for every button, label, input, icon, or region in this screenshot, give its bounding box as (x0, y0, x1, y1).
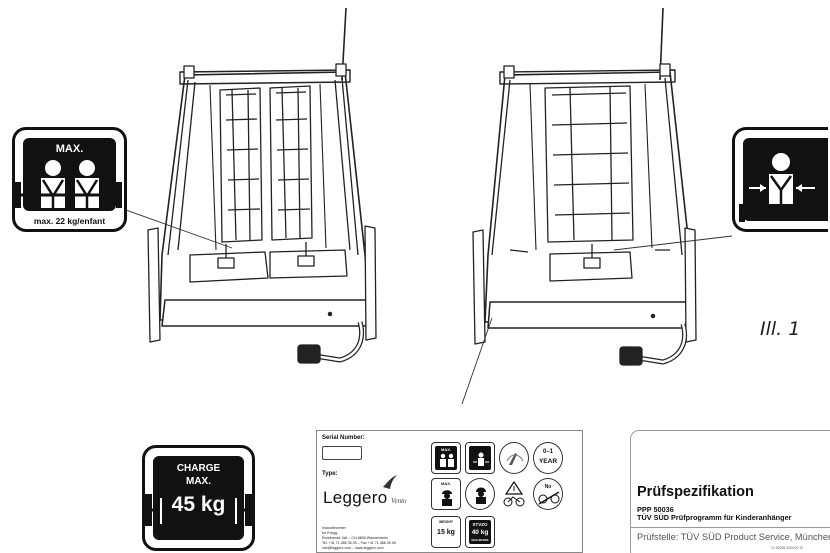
tile-stvzo: STVZO 40 kg MAX BRAKE (465, 516, 495, 548)
tile-weight: WEIGHT 15 kg (431, 516, 461, 548)
sticker-pictogram-grid: MAX. 0–1 YEAR (427, 434, 582, 551)
pruef-program: TÜV SÜD Prüfprogramm für Kinderanhänger (637, 513, 792, 522)
single-child-centered-icon (739, 153, 815, 222)
wheel-axle-icon (15, 182, 122, 208)
sticker-info-panel: Serial Number: Type: Leggero Vento Indus… (317, 431, 427, 553)
tile-max-helmet-child: MAX. (431, 478, 461, 510)
tile-helmet-required (465, 478, 495, 510)
helmet-child-icon (442, 490, 452, 506)
serial-number-sticker: Serial Number: Type: Leggero Vento Indus… (316, 430, 583, 553)
serial-number-label: Serial Number: (322, 435, 365, 441)
tile-max-two-children: MAX. (431, 442, 461, 474)
type-label: Type: (322, 471, 338, 477)
charge-max-pictogram: CHARGE MAX. 45 kg (142, 445, 255, 551)
load-weight-icon (145, 494, 252, 526)
charge-line2: MAX. (186, 476, 211, 487)
tile-age: 0–1 YEAR (533, 442, 563, 474)
tile-no-bike: No (533, 478, 563, 510)
charge-value: 45 kg (171, 493, 226, 516)
pruef-code: 10 50098 0004/00 10 (771, 546, 804, 550)
single-child-centered-pictogram (732, 127, 828, 232)
single-child-centered-icon (473, 452, 489, 466)
two-children-icon (440, 453, 454, 467)
brand-model: Vento (391, 497, 407, 505)
max-two-children-pictogram: MAX. max. 22 kg/enfant (12, 127, 127, 232)
pruef-title: Prüfspezifikation (637, 484, 754, 500)
figure-label: Ill. 1 (760, 318, 801, 340)
pruef-divider (631, 527, 830, 528)
warning-bicycle-icon (503, 480, 525, 507)
address-line: Rohrbresse 3s5 – CH-8800 Wannenheim (322, 536, 388, 540)
two-children-icon (41, 160, 99, 208)
seat-recline-icon (506, 453, 524, 465)
address-line: Industriecenter (322, 526, 346, 530)
charge-line1: CHARGE (176, 463, 221, 474)
max-heading: MAX. (55, 143, 84, 155)
tile-single-child (465, 442, 495, 474)
address-line: for Erlogy (322, 531, 338, 535)
right-trailer-single-seat-drawing (472, 7, 697, 366)
pruef-test-lab: Prüfstelle: TÜV SÜD Product Service, Mün… (637, 532, 830, 542)
brand-name: Leggero (323, 488, 388, 507)
address-line: info@leggero.com – www.leggero.com (322, 546, 384, 550)
address-line: Tel. +41 71 466 35 05 – Fax +41 71 466 3… (322, 541, 396, 545)
no-bicycle-icon (538, 491, 560, 505)
tile-seat-recline (499, 442, 529, 474)
max-weight-caption: max. 22 kg/enfant (33, 216, 106, 226)
tile-warning-bike (499, 478, 529, 510)
helmet-required-icon (476, 487, 486, 504)
left-trailer-two-seats-drawing (147, 7, 377, 364)
leggero-bird-logo-icon (383, 475, 397, 489)
serial-number-box (322, 446, 362, 460)
manufacturer-address: Industriecenter for Erlogy Rohrbresse 3s… (322, 526, 426, 551)
pruef-standard: PPP 50036 (637, 505, 674, 514)
pruefspezifikation-card: Prüfspezifikation PPP 50036 TÜV SÜD Prüf… (630, 430, 830, 553)
